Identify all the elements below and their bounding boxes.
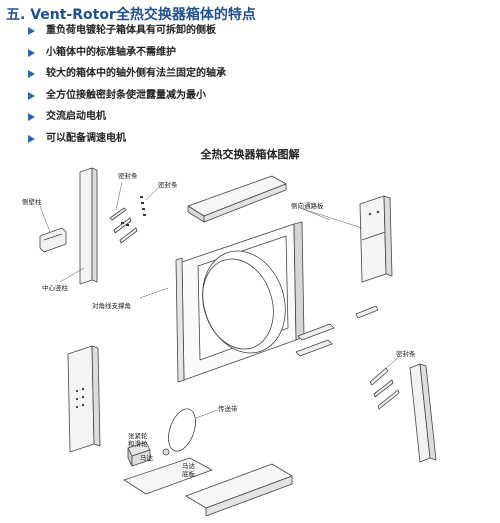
feature-item: 小箱体中的标准轴承不需维护 <box>28 46 226 68</box>
bullet-arrow-icon <box>28 27 35 35</box>
feature-list: 重负荷电镀轮子箱体具有可拆卸的侧板 小箱体中的标准轴承不需维护 较大的箱体中的轴… <box>28 24 226 153</box>
label-drive-belt: 传送带 <box>218 405 238 413</box>
leader-lines <box>39 181 401 419</box>
seal-strip-part <box>109 196 146 244</box>
bottom-panel-part <box>185 463 293 517</box>
lower-panel-part <box>67 345 101 453</box>
section-heading: 五. Vent-Rotor全热交换器箱体的特点 <box>6 7 256 23</box>
exploded-view-diagram <box>39 167 437 517</box>
label-seal-strip-3: 密封条 <box>396 350 416 358</box>
label-tensioner: 张紧轮 和滑轮 <box>128 432 148 448</box>
feature-item: 重负荷电镀轮子箱体具有可拆卸的侧板 <box>28 24 226 46</box>
feature-item: 较大的箱体中的轴外侧有法兰固定的轴承 <box>28 67 226 89</box>
side-post-part <box>79 167 98 285</box>
feature-text: 较大的箱体中的轴外侧有法兰固定的轴承 <box>46 68 226 79</box>
label-seal-strip-2: 密封条 <box>158 181 178 189</box>
seal-strip-part <box>369 367 400 410</box>
feature-item: 可以配备调速电机 <box>28 132 226 154</box>
bullet-arrow-icon <box>28 113 35 121</box>
label-center-post: 中心竖柱 <box>42 284 68 292</box>
label-motor-base: 马达 底板 <box>182 462 195 478</box>
feature-item: 全方位接触密封条使泄露量减为最小 <box>28 89 226 111</box>
side-channel-plate-part <box>359 195 393 283</box>
feature-text: 全方位接触密封条使泄露量减为最小 <box>46 89 206 101</box>
feature-item: 交流启动电机 <box>28 110 226 132</box>
label-side-post: 侧壁柱 <box>22 198 42 206</box>
motor-assembly-part <box>123 408 213 495</box>
feature-text: 交流启动电机 <box>46 111 106 122</box>
label-side-channel-plate: 侧向通路板 <box>291 202 324 210</box>
right-bracket-part <box>295 305 379 357</box>
label-motor: 马达 <box>140 454 153 462</box>
bracket-part <box>39 227 67 253</box>
feature-text: 可以配备调速电机 <box>46 132 126 144</box>
bullet-arrow-icon <box>28 70 35 78</box>
top-panel-part <box>187 175 287 223</box>
feature-text: 小箱体中的标准轴承不需维护 <box>46 46 176 58</box>
bullet-arrow-icon <box>28 134 35 143</box>
right-post-part <box>409 363 437 463</box>
label-seal-strip-1: 密封条 <box>118 172 138 180</box>
bullet-arrow-icon <box>28 91 35 100</box>
label-diagonal-brace: 对角线支撑角 <box>92 302 131 310</box>
diagram-title: 全热交换器箱体图解 <box>200 148 300 161</box>
bullet-arrow-icon <box>28 48 35 57</box>
feature-text: 重负荷电镀轮子箱体具有可拆卸的侧板 <box>46 25 216 36</box>
wheel-frame-part <box>175 221 305 383</box>
